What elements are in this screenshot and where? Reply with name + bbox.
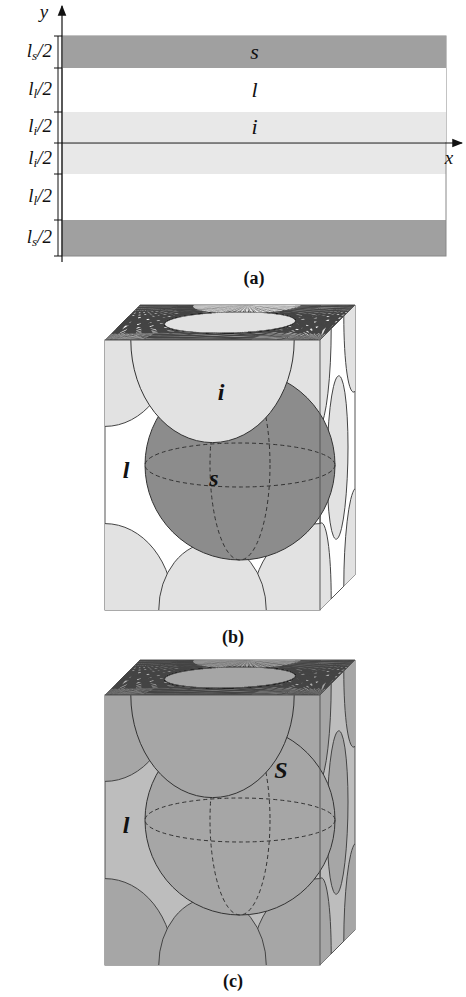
layer-band: i (63, 112, 446, 142)
layer-band (62, 143, 446, 174)
layer-band (62, 174, 446, 220)
panel-label: (c) (223, 972, 243, 992)
region-label: i (218, 379, 225, 405)
dimension-label: ls/2 (27, 41, 52, 64)
x-axis (62, 142, 462, 143)
dimension-label: li/2 (28, 116, 52, 139)
region-label: s (209, 465, 218, 491)
layer-band (62, 220, 446, 256)
unit-cell (25, 207, 435, 707)
unit-cell (25, 562, 435, 997)
layer-label: s (250, 41, 259, 63)
region-label: l (123, 457, 130, 483)
dimension-label: ll/2 (28, 79, 52, 102)
layer-outline (62, 36, 446, 256)
panel-label: (a) (244, 269, 265, 289)
dimension-label: li/2 (28, 148, 52, 171)
layer-band: l (63, 68, 446, 112)
region-label: l (123, 812, 130, 838)
dimension-label: ll/2 (28, 186, 52, 209)
layer-band: s (63, 36, 446, 68)
layer-label: i (251, 116, 257, 138)
dimension-label: ls/2 (27, 227, 52, 250)
region-label: S (274, 757, 287, 783)
panel-label: (b) (222, 628, 244, 648)
axis-label: x (445, 148, 453, 169)
dimension-bracket (54, 36, 62, 256)
axis-label: y (40, 2, 48, 23)
layer-label: l (251, 79, 257, 101)
